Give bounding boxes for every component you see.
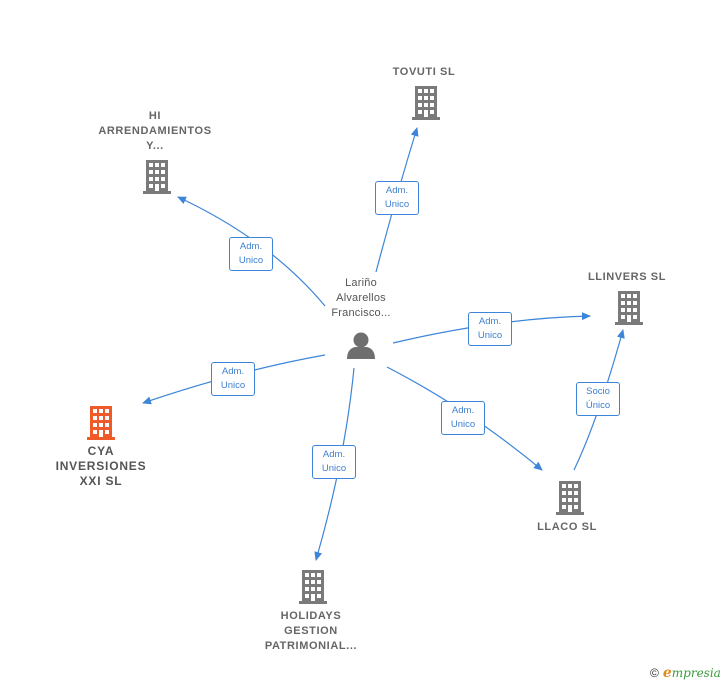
person-icon[interactable] [347,332,375,360]
edge-label-line: Adm. [478,316,502,327]
edge-label-line: Socio [586,386,610,397]
company-label-holidays[interactable]: HOLIDAYS GESTION PATRIMONIAL... [258,609,364,654]
company-label-hi-arrendamientos[interactable]: HI ARRENDAMIENTOS Y... [95,109,215,154]
person-name-line-1: Lariño [345,277,377,289]
brand-logo[interactable]: empresia [663,665,721,681]
company-name-line: ARRENDAMIENTOS [98,125,212,137]
building-icon[interactable] [412,86,440,120]
edge-label-llinvers: Adm. Unico [468,312,512,346]
company-name-line: HI [148,110,162,122]
edge-label-line: Unico [321,463,347,474]
edge-label-tovuti: Adm. Unico [375,181,419,215]
person-node-label[interactable]: Lariño Alvarellos Francisco... [318,276,404,321]
edge-label-line: Adm. [322,449,346,460]
edge-label-line: Unico [477,330,503,341]
company-name-line: Y... [146,140,164,152]
company-name-line: INVERSIONES [55,459,147,473]
building-icon[interactable] [556,481,584,515]
edge-label-hi-arrendamientos: Adm. Unico [229,237,273,271]
edge-label-line: Adm. [221,366,245,377]
edge-label-line: Único [585,400,611,411]
company-label-llinvers[interactable]: LLINVERS SL [582,270,672,285]
company-name-line: GESTION [284,625,338,637]
edge-label-line: Adm. [385,185,409,196]
building-icon[interactable] [615,291,643,325]
footer-copyright: © empresia [650,665,721,681]
building-icon[interactable] [143,160,171,194]
edge-label-line: Unico [450,419,476,430]
company-label-tovuti[interactable]: TOVUTI SL [376,65,472,80]
brand-name: mpresia [671,666,721,680]
company-name-line: LLINVERS SL [587,271,667,283]
brand-initial: e [662,665,672,681]
company-name-line: TOVUTI SL [392,66,456,78]
company-label-llaco[interactable]: LLACO SL [526,520,608,535]
copyright-symbol: © [650,666,659,680]
edge-label-llaco-llinvers: Socio Único [576,382,620,416]
company-name-line: LLACO SL [537,521,597,533]
company-name-line: HOLIDAYS [280,610,342,622]
company-label-cya[interactable]: CYA INVERSIONES XXI SL [46,444,156,489]
edge-label-line: Unico [238,255,264,266]
edge-label-line: Unico [384,199,410,210]
building-icon-highlighted[interactable] [87,406,115,440]
company-name-line: XXI SL [79,474,123,488]
edge-label-line: Adm. [239,241,263,252]
company-name-line: PATRIMONIAL... [264,640,358,652]
person-name-line-3: Francisco... [331,307,391,319]
building-icon[interactable] [299,570,327,604]
edge-label-cya: Adm. Unico [211,362,255,396]
edge-label-line: Adm. [451,405,475,416]
person-name-line-2: Alvarellos [336,292,386,304]
edge-label-holidays: Adm. Unico [312,445,356,479]
edge-label-line: Unico [220,380,246,391]
edge-label-llaco: Adm. Unico [441,401,485,435]
company-name-line: CYA [87,444,115,458]
